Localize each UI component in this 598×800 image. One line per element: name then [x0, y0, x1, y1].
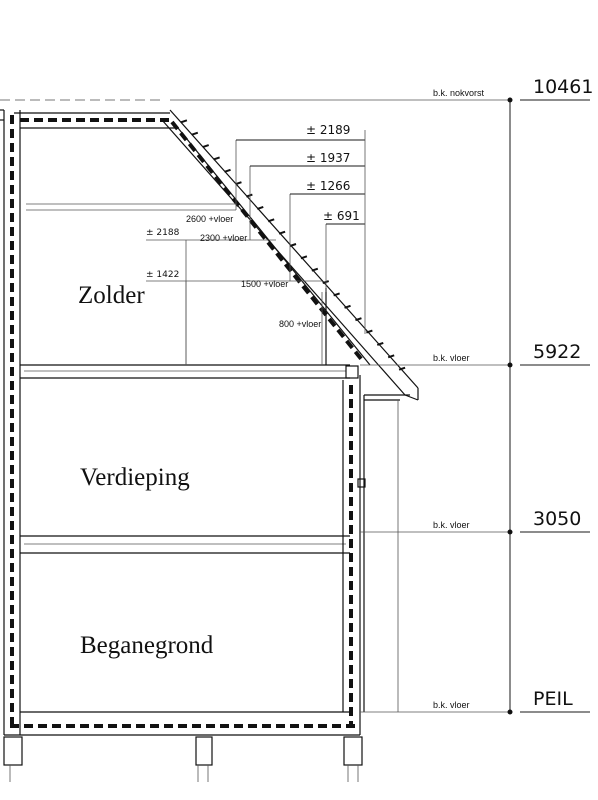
roof-tile [278, 230, 286, 235]
roof-tile [224, 168, 231, 173]
level-label-nokvorst: b.k. nokvorst [433, 88, 485, 98]
roof-tile [235, 181, 242, 186]
room-label-zolder: Zolder [78, 282, 145, 309]
right-wall [342, 365, 410, 735]
note-800-vloer: 800 +vloer [279, 319, 321, 329]
level-label-vloer-begane: b.k. vloer [433, 700, 470, 710]
roof-tile [355, 317, 362, 322]
roof-tile [289, 243, 297, 247]
height-dimension-2188: ± 2188 [146, 228, 180, 238]
elevation-zolder: 5922 [533, 341, 581, 363]
elevation-peil: PEIL [533, 688, 573, 710]
roof-slope [161, 109, 419, 401]
elevation-axis [360, 97, 590, 715]
note-1500-vloer: 1500 +vloer [241, 279, 288, 289]
left-wall [0, 109, 21, 735]
level-label-vloer-verdieping: b.k. vloer [433, 520, 470, 530]
roof-tile [376, 341, 384, 346]
roof-tile [333, 292, 340, 297]
roof-tile [267, 218, 275, 223]
height-lines [26, 140, 327, 365]
roof-tile [300, 255, 308, 260]
roof-tiles [180, 119, 406, 371]
roof-tile [191, 131, 199, 136]
roof-tile [202, 144, 210, 149]
level-label-vloer-zolder: b.k. vloer [433, 353, 470, 363]
roof-tile [180, 119, 188, 124]
attic-floor [20, 364, 350, 379]
note-2300-vloer: 2300 +vloer [200, 233, 247, 243]
roof-tile [366, 329, 373, 334]
roof-tile [311, 267, 319, 272]
ground-floor [4, 711, 360, 736]
elevation-nok: 10461 [533, 76, 593, 98]
room-label-beganegrond: Beganegrond [80, 632, 214, 659]
roof-tile [344, 304, 351, 309]
roof-tile [398, 366, 406, 371]
attic-ceiling [14, 112, 178, 129]
roof-dimension-2189: ± 2189 [306, 123, 350, 137]
room-label-verdieping: Verdieping [80, 464, 190, 491]
note-2600-vloer: 2600 +vloer [186, 214, 233, 224]
roof-dimension-1937: ± 1937 [306, 151, 350, 165]
elevation-verdieping: 3050 [533, 508, 581, 530]
height-dimension-1422: ± 1422 [146, 270, 179, 280]
roof-tile [387, 354, 395, 359]
roof-dimension-1266: ± 1266 [306, 179, 350, 193]
roof-dimension-lines [236, 130, 366, 334]
foundations [3, 736, 363, 782]
roof-tile [246, 193, 253, 198]
attic-knee-walls [321, 288, 327, 365]
roof-tile [213, 156, 220, 161]
roof-dimension-691: ± 691 [323, 209, 360, 223]
first-floor [20, 535, 350, 554]
roof-tile [256, 205, 264, 210]
